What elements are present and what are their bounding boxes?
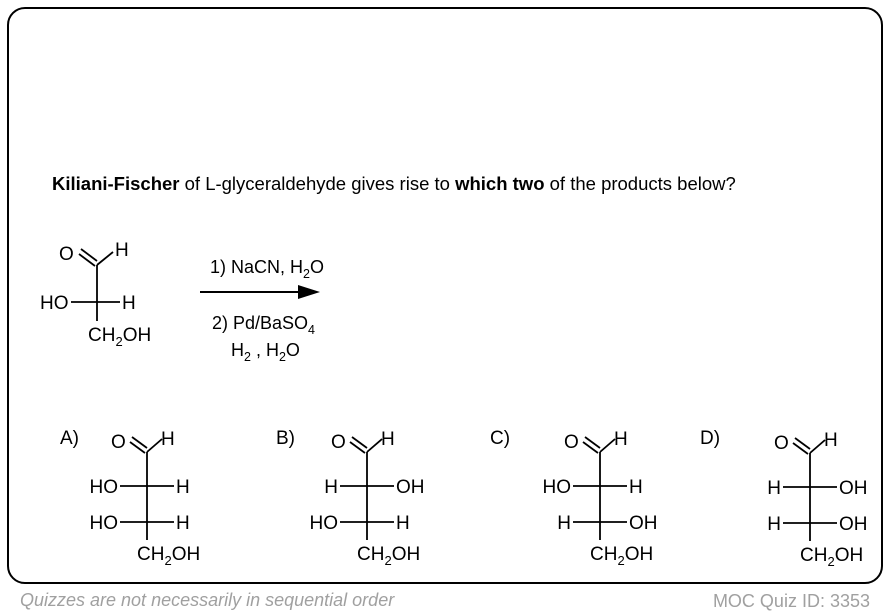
substituent-left: HO — [543, 477, 572, 498]
option-label: D) — [700, 428, 720, 449]
substituent-right: OH — [629, 513, 658, 534]
option-o: O — [111, 432, 126, 453]
substituent-left: HO — [90, 477, 119, 498]
reaction-arrow-head — [298, 285, 320, 299]
substituent-right: OH — [396, 477, 425, 498]
carbonyl-bond-1 — [129, 441, 146, 454]
substituent-right: OH — [839, 478, 868, 499]
carbonyl-bond-1 — [349, 441, 366, 454]
substituent-left: HO — [90, 513, 119, 534]
carbonyl-bond-1 — [792, 442, 809, 455]
option-label: B) — [276, 428, 295, 449]
substituent-right: H — [176, 513, 190, 534]
question-end: of the products below? — [544, 173, 736, 194]
substituent-left: H — [767, 514, 781, 535]
reagent-step-2-conditions: H2 , H2O — [231, 340, 300, 364]
reactant-l-glyceraldehyde: O H HO H CH2OH — [40, 240, 151, 349]
aldehyde-h-bond — [96, 251, 114, 266]
option-h-top: H — [161, 429, 175, 450]
reactant-o: O — [59, 244, 74, 265]
reagent-step-1: 1) NaCN, H2O — [210, 257, 324, 281]
reactant-ch2oh: CH2OH — [88, 325, 151, 349]
option-o: O — [774, 433, 789, 454]
carbonyl-bond-2 — [131, 436, 148, 449]
aldehyde-h-bond — [809, 439, 826, 454]
aldehyde-h-bond — [599, 438, 616, 453]
carbonyl-bond-2 — [351, 436, 368, 449]
option-1[interactable]: A) O H HO H HO H CH2OH — [60, 428, 200, 568]
substituent-left: HO — [310, 513, 339, 534]
question-middle: of L-glyceraldehyde gives rise to — [179, 173, 456, 194]
option-h-top: H — [381, 429, 395, 450]
carbonyl-bond-2 — [584, 436, 601, 449]
carbonyl-bond-1 — [78, 253, 96, 267]
aldehyde-h-bond — [366, 438, 383, 453]
option-o: O — [331, 432, 346, 453]
substituent-right: H — [396, 513, 410, 534]
option-label: A) — [60, 428, 79, 449]
substituent-right: H — [176, 477, 190, 498]
option-h-top: H — [824, 430, 838, 451]
question-reaction-name: Kiliani-Fischer — [52, 173, 180, 194]
question-emphasis: which two — [455, 173, 545, 194]
reactant-h-right: H — [122, 293, 136, 314]
substituent-left: H — [557, 513, 571, 534]
reagent-step-2: 2) Pd/BaSO4 — [212, 313, 315, 337]
option-ch2oh: CH2OH — [137, 544, 200, 568]
reactant-ho: HO — [40, 293, 69, 314]
option-ch2oh: CH2OH — [357, 544, 420, 568]
substituent-right: OH — [839, 514, 868, 535]
reactant-h-top: H — [115, 240, 129, 261]
footer-disclaimer: Quizzes are not necessarily in sequentia… — [20, 590, 395, 610]
carbonyl-bond-2 — [80, 248, 98, 262]
option-o: O — [564, 432, 579, 453]
question-text: Kiliani-Fischer of L-glyceraldehyde give… — [52, 173, 736, 195]
quiz-card — [7, 7, 883, 584]
substituent-left: H — [767, 478, 781, 499]
substituent-right: H — [629, 477, 643, 498]
option-ch2oh: CH2OH — [590, 544, 653, 568]
option-label: C) — [490, 428, 510, 449]
substituent-left: H — [324, 477, 338, 498]
carbonyl-bond-1 — [582, 441, 599, 454]
footer-quiz-id: MOC Quiz ID: 3353 — [712, 591, 870, 611]
option-h-top: H — [614, 429, 628, 450]
aldehyde-h-bond — [146, 438, 163, 453]
carbonyl-bond-2 — [794, 437, 811, 450]
option-ch2oh: CH2OH — [800, 545, 863, 569]
reaction-conditions: 1) NaCN, H2O 2) Pd/BaSO4 H2 , H2O — [200, 257, 324, 364]
